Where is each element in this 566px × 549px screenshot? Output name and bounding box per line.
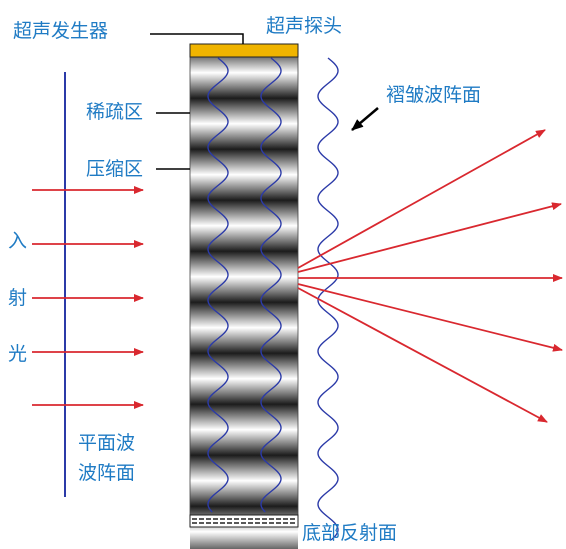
- plane-wave-label-2: 波阵面: [78, 462, 136, 484]
- incident-char-2: 射: [8, 287, 28, 309]
- sparse-region-label: 稀疏区: [86, 101, 144, 123]
- diffracted-arrow-4: [297, 287, 548, 423]
- plane-wave-label-1: 平面波: [78, 432, 136, 454]
- wrinkled-wavefront-pointer: [351, 107, 379, 131]
- density-band-1: [190, 98, 298, 150]
- diffracted-arrow-0: [297, 129, 546, 269]
- density-band-4: [190, 251, 298, 303]
- incident-char-3: 光: [8, 343, 28, 365]
- bottom-reflector-surface: [189, 514, 299, 528]
- density-band-8: [190, 455, 298, 507]
- density-band-2: [190, 149, 298, 201]
- wave-inner-right: [260, 57, 282, 513]
- probe-label: 超声探头: [266, 15, 343, 37]
- diffracted-light-arrows: [297, 129, 563, 423]
- wave-outer: [317, 57, 339, 541]
- generator-leader-line: [150, 33, 244, 44]
- incident-char-1: 入: [8, 230, 28, 252]
- wrinkled-wavefront-label: 褶皱波阵面: [386, 84, 482, 106]
- density-band-3: [190, 200, 298, 252]
- diffracted-arrow-3: [297, 283, 563, 352]
- diffracted-arrow-1: [297, 202, 562, 273]
- density-band-6: [190, 353, 298, 405]
- density-band-5: [190, 302, 298, 354]
- acoustic-medium-column: [189, 30, 299, 549]
- generator-label: 超声发生器: [13, 20, 109, 42]
- density-band-7: [190, 404, 298, 456]
- compressed-region-label: 压缩区: [86, 158, 144, 180]
- incident-light-arrows: [32, 186, 144, 409]
- bottom-reflector-label: 底部反射面: [302, 522, 398, 544]
- wave-inner-left: [207, 57, 229, 513]
- ultrasonic-probe: [189, 43, 299, 58]
